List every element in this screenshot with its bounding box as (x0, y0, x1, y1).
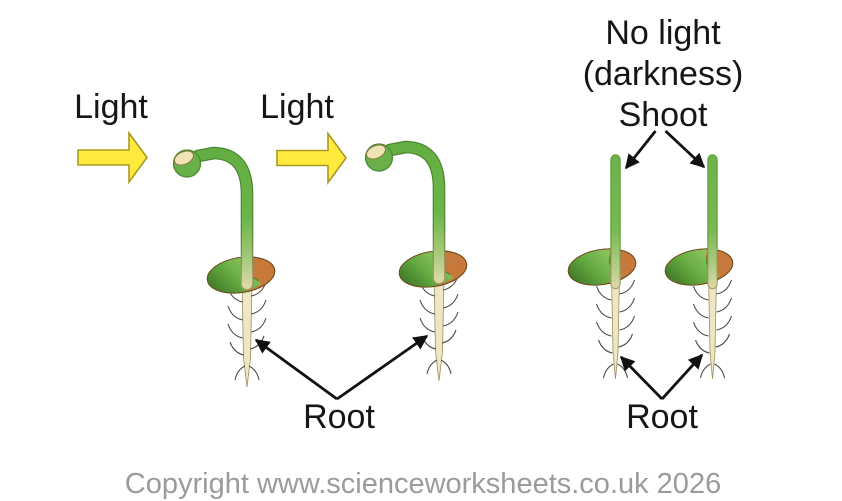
light-direction-arrow-1 (77, 132, 148, 183)
light-direction-arrow-2 (276, 132, 347, 184)
no-light-label-line1: No light (605, 14, 721, 52)
shoot-pointer-lines (624, 129, 706, 170)
copyright-text: Copyright www.scienceworksheets.co.uk 20… (125, 468, 721, 500)
no-light-label-line2: (darkness) (583, 55, 744, 93)
shoot-label: Shoot (619, 96, 708, 134)
root-label-right: Root (626, 398, 698, 436)
root-label-left: Root (303, 398, 375, 436)
root-right-pointer-lines (619, 353, 704, 400)
light-label-2: Light (260, 88, 334, 126)
shoot-arrow-1 (624, 130, 657, 170)
seedling-straight-2 (656, 160, 735, 380)
seedling-bent-2 (364, 142, 469, 381)
shoot-arrow-2 (664, 129, 706, 169)
root-right-arrow-2 (660, 353, 704, 400)
root-left-pointer-lines (254, 334, 429, 401)
root-left-arrow-1 (254, 338, 338, 401)
root-left-arrow-2 (336, 334, 429, 401)
seedling-bent-1 (172, 148, 277, 387)
root-right-arrow-1 (619, 355, 664, 400)
seedling-straight-1 (559, 160, 638, 380)
light-label-1: Light (74, 88, 148, 126)
